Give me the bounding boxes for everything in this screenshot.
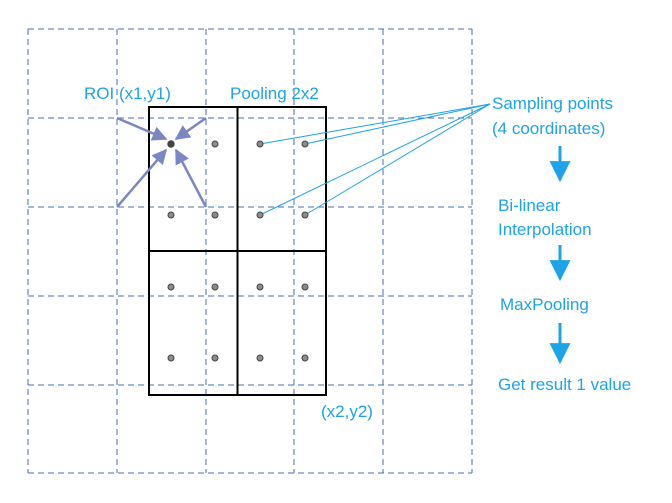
roi-arrow [174, 148, 208, 208]
roi-arrow [116, 116, 168, 141]
sample-point [167, 211, 175, 219]
bilinear-label: Bi-linear [498, 196, 561, 215]
sample-point [167, 140, 175, 148]
result-label: Get result 1 value [498, 375, 631, 394]
roi-arrows [116, 116, 208, 208]
sample-point [301, 211, 309, 219]
sample-point [167, 283, 175, 291]
sampling-points-label: Sampling points [492, 94, 613, 113]
maxpooling-label: MaxPooling [500, 295, 589, 314]
feature-map-grid [27, 28, 473, 474]
sample-point [211, 354, 219, 362]
sample-point [301, 354, 309, 362]
x2y2-label: (x2,y2) [321, 402, 373, 421]
sample-point [256, 140, 264, 148]
sample-point [211, 140, 219, 148]
roi-arrow [174, 116, 207, 141]
roi-label: ROI (x1,y1) [84, 84, 171, 103]
connector-line [304, 103, 491, 216]
sampling-points-sublabel: (4 coordinates) [492, 119, 605, 138]
sample-point [301, 283, 309, 291]
pooling-label: Pooling 2x2 [230, 84, 319, 103]
sample-point [167, 354, 175, 362]
interpolation-label: Interpolation [498, 220, 592, 239]
sample-point [256, 211, 264, 219]
sampling-connectors [259, 103, 491, 216]
sample-point [256, 283, 264, 291]
connector-line [259, 103, 491, 216]
sample-point [211, 211, 219, 219]
sample-point [211, 283, 219, 291]
roi-arrow [116, 148, 167, 208]
connector-line [304, 103, 491, 145]
pooling-box [148, 106, 327, 396]
connector-line [259, 103, 491, 145]
sampling-points [167, 140, 309, 362]
sample-point [256, 354, 264, 362]
sample-point [301, 140, 309, 148]
